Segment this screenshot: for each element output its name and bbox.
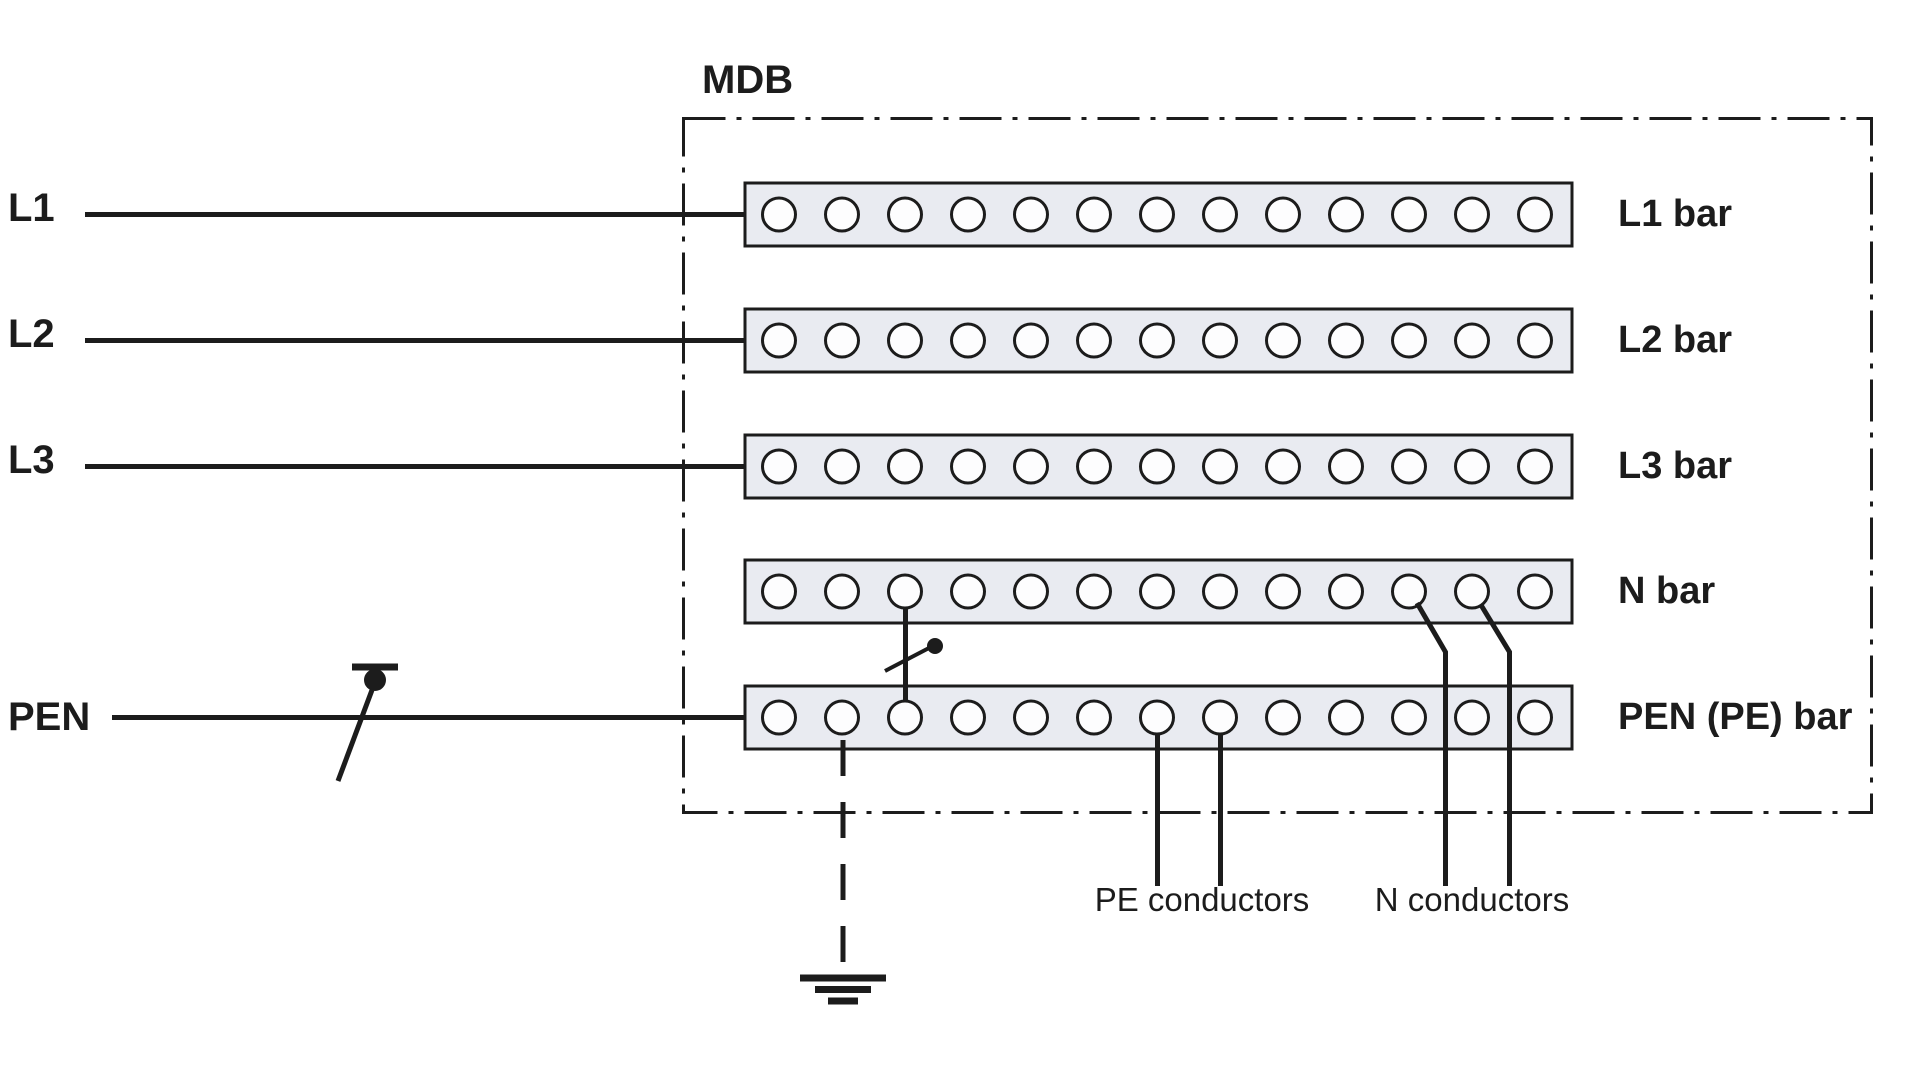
terminal-hole: [1517, 448, 1553, 485]
earth-ground-symbol: [800, 974, 886, 1005]
terminal-hole: [1328, 573, 1364, 610]
terminal-hole: [1202, 448, 1238, 485]
terminal-hole: [1202, 699, 1238, 736]
terminal-hole: [1076, 196, 1112, 233]
terminal-hole: [887, 322, 923, 359]
feeder-label-l3: L3: [8, 438, 55, 482]
terminal-hole: [1391, 322, 1427, 359]
n-pe-bridge-link: [884, 607, 943, 702]
pen-busbar-holes: [761, 699, 1553, 736]
n-conductor-1: [1414, 601, 1448, 886]
terminal-hole: [950, 448, 986, 485]
feeder-label-l2: L2: [8, 312, 55, 356]
feeder-label-l1: L1: [8, 186, 55, 230]
terminal-hole: [1139, 322, 1175, 359]
terminal-hole: [1076, 573, 1112, 610]
terminal-hole: [950, 196, 986, 233]
busbar-label-l2: L2 bar: [1618, 319, 1733, 361]
terminal-hole: [1076, 322, 1112, 359]
terminal-hole: [1139, 448, 1175, 485]
terminal-hole: [824, 573, 860, 610]
feeder-label-pen: PEN: [8, 695, 91, 739]
terminal-hole: [824, 322, 860, 359]
terminal-hole: [1391, 448, 1427, 485]
busbar-label-pen: PEN (PE) bar: [1618, 696, 1853, 738]
terminal-hole: [950, 699, 986, 736]
terminal-hole: [1265, 322, 1301, 359]
terminal-hole: [887, 699, 923, 736]
n-conductors-label: N conductors: [1374, 881, 1570, 918]
terminal-hole: [1454, 448, 1490, 485]
terminal-hole: [1391, 573, 1427, 610]
bridge-switch-blade: [884, 646, 930, 673]
switch-blade: [335, 689, 375, 782]
terminal-hole: [1265, 699, 1301, 736]
terminal-hole: [761, 699, 797, 736]
terminal-hole: [1391, 196, 1427, 233]
terminal-hole: [1202, 573, 1238, 610]
terminal-hole: [1139, 699, 1175, 736]
terminal-hole: [1328, 322, 1364, 359]
terminal-hole: [1328, 448, 1364, 485]
l3-busbar-holes: [761, 448, 1553, 485]
terminal-hole: [1391, 699, 1427, 736]
terminal-hole: [1139, 196, 1175, 233]
terminal-hole: [1013, 196, 1049, 233]
terminal-hole: [950, 322, 986, 359]
terminal-hole: [887, 573, 923, 610]
terminal-hole: [1265, 573, 1301, 610]
terminal-hole: [1517, 322, 1553, 359]
pen-busbar: [743, 684, 1574, 751]
terminal-hole: [887, 196, 923, 233]
terminal-hole: [887, 448, 923, 485]
terminal-hole: [1328, 196, 1364, 233]
n-busbar-holes: [761, 573, 1553, 610]
terminal-hole: [824, 699, 860, 736]
terminal-hole: [761, 448, 797, 485]
busbar-label-l1: L1 bar: [1618, 193, 1733, 235]
n-busbar: [743, 558, 1574, 625]
l3-busbar: [743, 433, 1574, 500]
terminal-hole: [1265, 196, 1301, 233]
terminal-hole: [1517, 699, 1553, 736]
l1-busbar: [743, 181, 1574, 248]
pe-conductors-label: PE conductors: [1094, 881, 1310, 918]
bridge-switch-dot: [927, 638, 943, 654]
busbar-label-l3: L3 bar: [1618, 445, 1733, 487]
n-conductor-2: [1478, 603, 1512, 886]
terminal-hole: [1013, 448, 1049, 485]
mdb-box-title: MDB: [702, 58, 794, 102]
terminal-hole: [1139, 573, 1175, 610]
terminal-hole: [1328, 699, 1364, 736]
terminal-hole: [1013, 699, 1049, 736]
busbar-label-n: N bar: [1618, 570, 1716, 612]
terminal-hole: [1076, 699, 1112, 736]
l2-busbar: [743, 307, 1574, 374]
terminal-hole: [1013, 322, 1049, 359]
terminal-hole: [824, 196, 860, 233]
terminal-hole: [950, 573, 986, 610]
terminal-hole: [1454, 322, 1490, 359]
switch-pivot-dot: [364, 669, 386, 691]
terminal-hole: [761, 196, 797, 233]
l1-busbar-body: [743, 181, 1574, 248]
terminal-hole: [1454, 573, 1490, 610]
pen-disconnect-switch: [335, 663, 398, 782]
terminal-hole: [1454, 699, 1490, 736]
terminal-hole: [824, 448, 860, 485]
terminal-hole: [1517, 196, 1553, 233]
terminal-hole: [1202, 196, 1238, 233]
terminal-hole: [1076, 448, 1112, 485]
terminal-hole: [1013, 573, 1049, 610]
terminal-hole: [1454, 196, 1490, 233]
terminal-hole: [1202, 322, 1238, 359]
terminal-hole: [1265, 448, 1301, 485]
l2-busbar-holes: [761, 322, 1553, 359]
terminal-hole: [761, 573, 797, 610]
terminal-hole: [1517, 573, 1553, 610]
terminal-hole: [761, 322, 797, 359]
l1-busbar-holes: [761, 196, 1553, 233]
